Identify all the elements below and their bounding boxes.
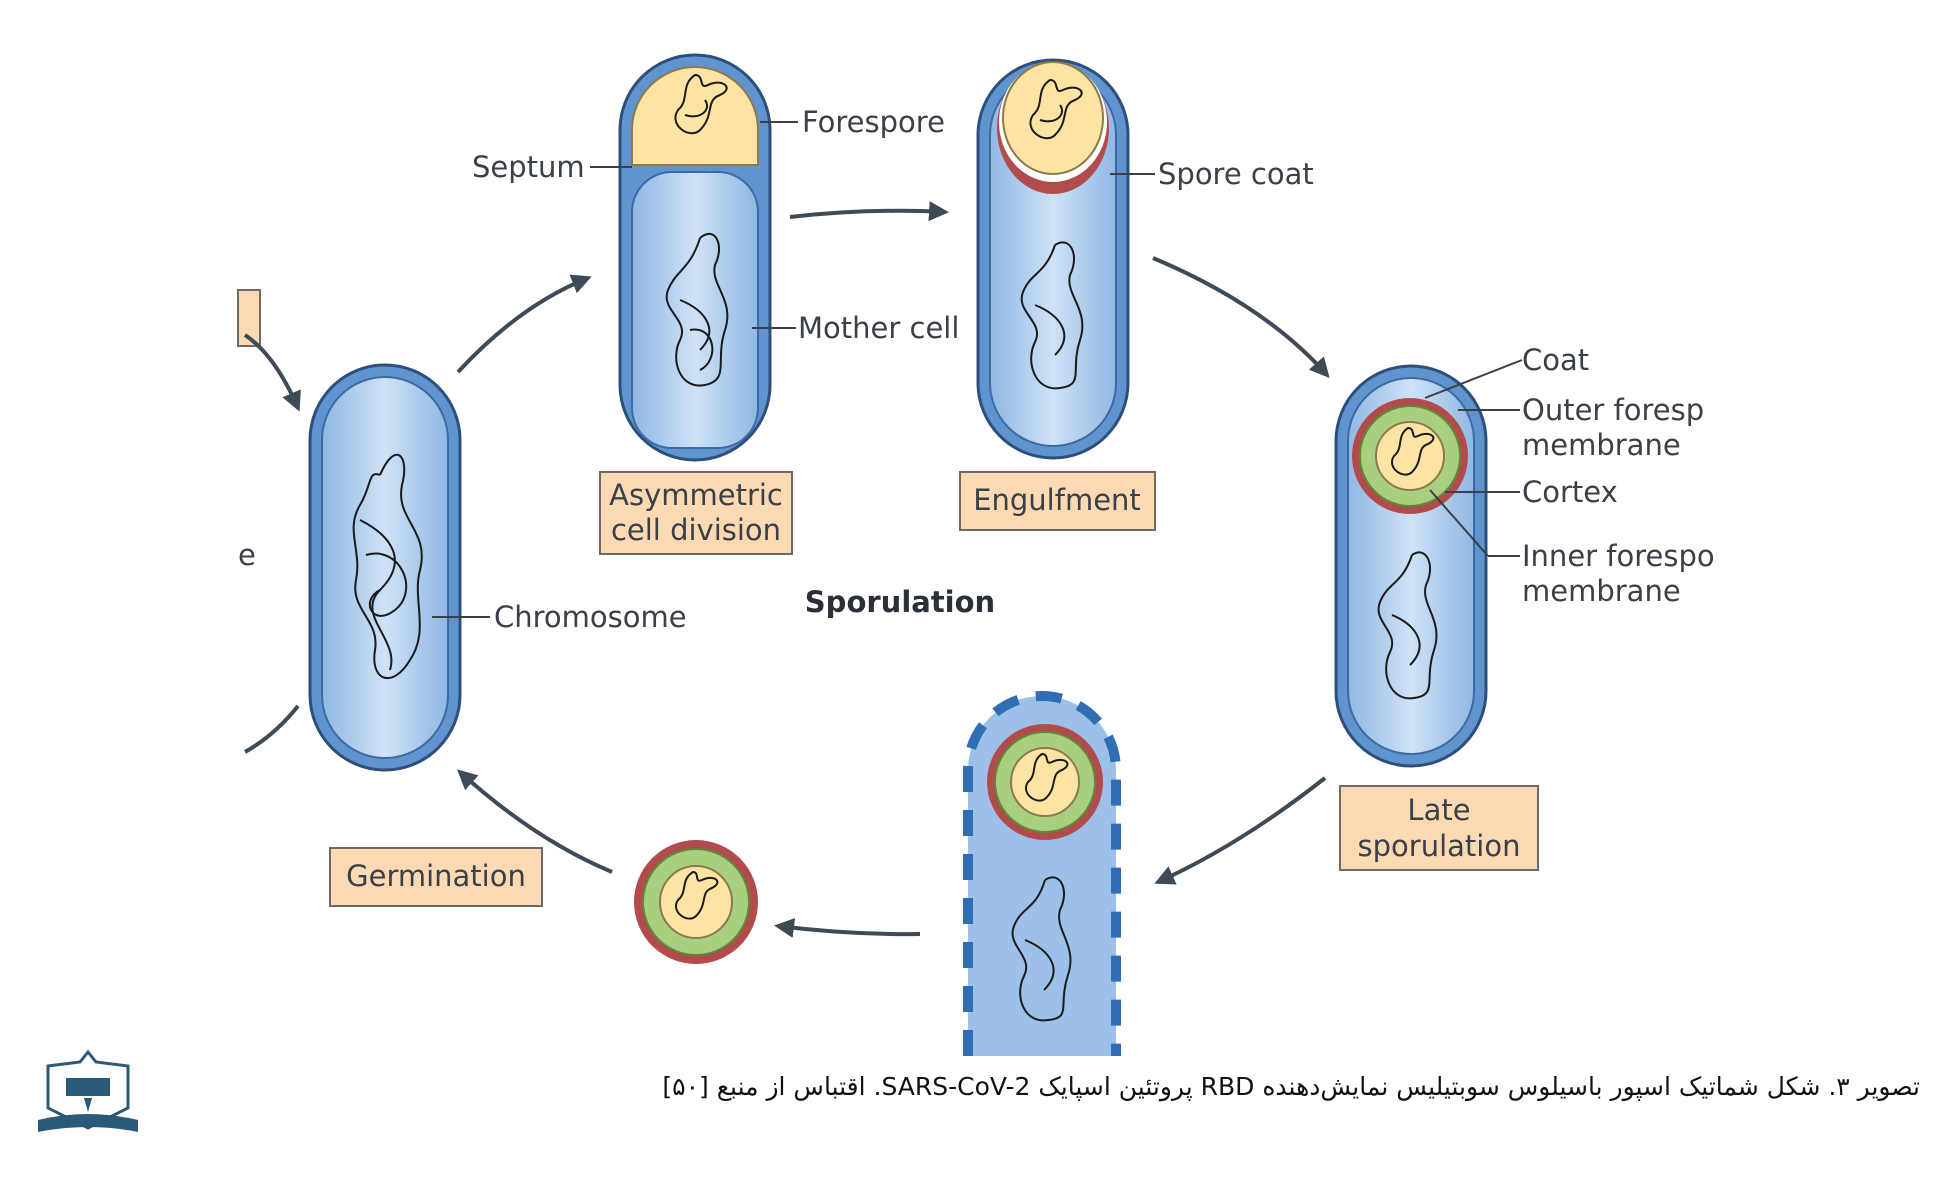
cropped-left-fragment: e <box>237 289 301 754</box>
figure-caption: تصویر ۳. شکل شماتیک اسپور باسیلوس سوبتیل… <box>662 1072 1920 1101</box>
inner-membrane-label-line2: membrane <box>1522 574 1681 608</box>
asymmetric-division-cell: Forespore Septum Mother cell Asymmetric … <box>472 53 959 555</box>
arrow-fragment-bottom <box>244 704 300 754</box>
late-spore-dna <box>1391 426 1435 476</box>
free-spore-dna <box>675 870 719 920</box>
arrow-into-chromosome-cell <box>243 333 301 412</box>
arrow-to-engulfment <box>789 201 949 222</box>
asymmetric-label-line1: Asymmetric <box>609 478 783 512</box>
engulfment-label: Engulfment <box>973 483 1141 517</box>
inner-membrane-label-line1: Inner forespo <box>1522 539 1715 573</box>
engulfed-forespore-dna <box>1029 78 1083 140</box>
outer-membrane-label-line1: Outer foresp <box>1522 393 1704 427</box>
free-spore <box>634 840 758 964</box>
lysis-mother-dna <box>1011 876 1072 1022</box>
late-sporulation-cell: Coat Outer foresp membrane Cortex Inner … <box>1334 343 1715 871</box>
germination-label: Germination <box>346 859 526 893</box>
coat-label: Coat <box>1522 343 1589 377</box>
spore-coat-label: Spore coat <box>1158 157 1314 191</box>
lysing-mother-cell <box>963 691 1121 1056</box>
asymmetric-stage-box <box>599 471 793 555</box>
lysis-spore-dna <box>1025 752 1069 802</box>
late-label-line2: sporulation <box>1358 829 1521 863</box>
arrow-to-lysis <box>1154 776 1327 885</box>
germination-stage-box <box>329 847 543 907</box>
late-label-line1: Late <box>1407 793 1470 827</box>
cropped-fragment-text: e <box>238 538 256 572</box>
chromosome-label: Chromosome <box>494 600 687 634</box>
mother-cell-dna <box>665 232 729 387</box>
mother-cell-label: Mother cell <box>798 311 959 345</box>
arrow-to-vegetative <box>457 769 613 874</box>
forespore-dna <box>674 73 728 135</box>
septum-label: Septum <box>472 150 585 184</box>
cortex-label: Cortex <box>1522 475 1618 509</box>
engulfment-stage-box <box>959 471 1156 531</box>
arrow-to-asymmetric <box>456 274 592 374</box>
chromosome-dna <box>352 453 423 680</box>
arrow-to-late <box>1152 256 1330 378</box>
vegetative-cell: Chromosome <box>308 363 687 772</box>
late-stage-box <box>1339 785 1539 871</box>
forespore-label: Forespore <box>802 105 945 139</box>
late-mother-dna <box>1377 551 1438 700</box>
engulfment-cell: Spore coat Engulfment <box>959 58 1314 531</box>
arrow-to-free-spore <box>774 918 921 938</box>
engulfment-mother-dna <box>1020 241 1084 390</box>
outer-membrane-label-line2: membrane <box>1522 428 1681 462</box>
journal-book-logo: JAMS <box>38 1049 138 1132</box>
asymmetric-label-line2: cell division <box>611 513 781 547</box>
logo-text: JAMS <box>70 1081 105 1095</box>
center-title: Sporulation <box>805 585 995 619</box>
